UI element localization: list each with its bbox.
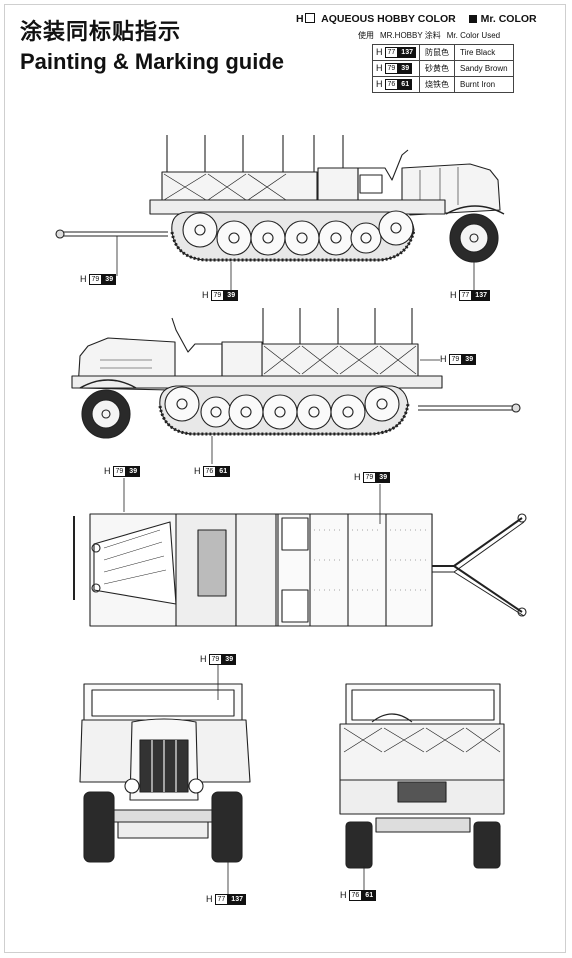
aqueous-label: AQUEOUS HOBBY COLOR bbox=[321, 13, 456, 25]
color-name-en: Burnt Iron bbox=[453, 76, 514, 93]
rear-view bbox=[339, 683, 505, 869]
legend-header: H AQUEOUS HOBBY COLOR Mr. COLOR bbox=[296, 13, 537, 25]
used-prefix: 使用 bbox=[358, 31, 374, 40]
legend-subheader: 使用 MR.HOBBY 涂料 Mr. Color Used bbox=[358, 30, 506, 41]
title-chinese: 涂装同标贴指示 bbox=[20, 20, 182, 45]
color-name-cn: 烧铁色 bbox=[418, 76, 455, 93]
front-view bbox=[79, 683, 251, 863]
side-view-right bbox=[55, 135, 505, 263]
open-square-icon bbox=[304, 13, 315, 23]
aqueous-prefix: H bbox=[296, 13, 304, 25]
filled-square-icon bbox=[468, 15, 477, 23]
callout-leaders bbox=[116, 236, 475, 896]
page-frame bbox=[4, 4, 566, 953]
mr-color-used-label: Mr. Color Used bbox=[446, 31, 501, 40]
side-view-left bbox=[71, 308, 521, 439]
title-english: Painting & Marking guide bbox=[20, 49, 285, 74]
mrhobby-label: MR.HOBBY 涂料 bbox=[380, 31, 441, 40]
top-view bbox=[73, 513, 527, 627]
mr-color-label: Mr. COLOR bbox=[480, 13, 537, 25]
